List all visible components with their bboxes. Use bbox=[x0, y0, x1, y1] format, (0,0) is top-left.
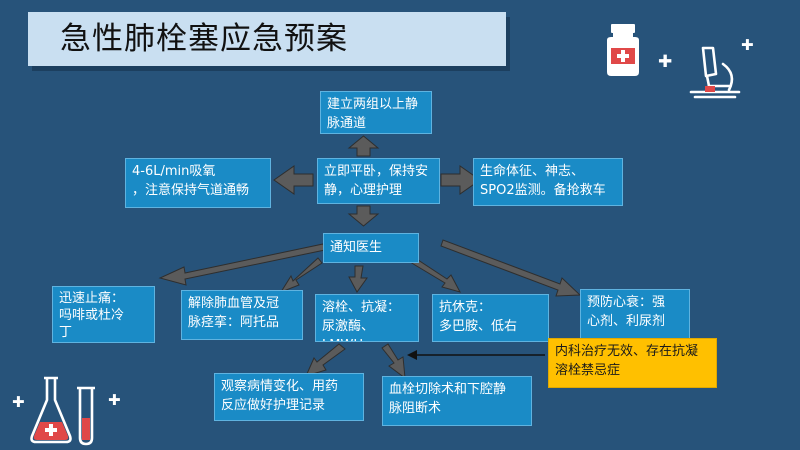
arrow-to-heart-failure bbox=[440, 239, 582, 297]
arrow-to-thrombolysis bbox=[348, 265, 368, 293]
node-heart-failure: 预防心衰：强 心剂、利尿剂 bbox=[580, 289, 690, 339]
node-center: 立即平卧，保持安 静，心理护理 bbox=[317, 158, 440, 204]
arrow-right bbox=[440, 165, 481, 195]
arrow-to-spasm bbox=[279, 257, 323, 294]
page-title: 急性肺栓塞应急预案 bbox=[60, 21, 348, 57]
arrow-to-observe bbox=[305, 343, 346, 377]
node-antishock: 抗休克： 多巴胺、低右 bbox=[432, 294, 549, 342]
plus-icon: ✚ bbox=[12, 393, 25, 411]
plus-icon: ✚ bbox=[741, 36, 754, 54]
arrow-to-antishock bbox=[409, 257, 461, 293]
node-analgesia: 迅速止痛： 吗啡或杜冷 丁 bbox=[52, 286, 155, 343]
node-vitals: 生命体征、神志、 SPO2监测。备抢救车 bbox=[473, 158, 623, 206]
plus-icon: ✚ bbox=[658, 52, 673, 72]
arrow-down bbox=[347, 205, 380, 227]
node-oxygen: 4-6L/min吸氧 ，注意保持气道通畅 bbox=[125, 158, 271, 208]
arrow-to-analgesia bbox=[158, 243, 326, 286]
node-thrombolysis: 溶栓、抗凝： 尿激酶、LMWH bbox=[315, 294, 419, 342]
node-notify: 通知医生 bbox=[323, 233, 419, 263]
arrow-up bbox=[347, 135, 380, 157]
node-iv-access: 建立两组以上静 脉通道 bbox=[320, 91, 432, 134]
medicine-bottle-icon bbox=[607, 24, 639, 76]
arrow-to-surgery bbox=[381, 343, 406, 380]
node-observe: 观察病情变化、用药 反应做好护理记录 bbox=[214, 373, 364, 421]
node-contraindication: 内科治疗无效、存在抗凝 溶栓禁忌症 bbox=[548, 338, 717, 388]
node-spasm: 解除肺血管及冠 脉痉挛：阿托品 bbox=[181, 290, 303, 340]
microscope-icon bbox=[689, 46, 741, 99]
title-band bbox=[28, 12, 506, 66]
node-surgery: 血栓切除术和下腔静 脉阻断术 bbox=[382, 376, 532, 426]
arrow-left bbox=[273, 165, 314, 195]
flask-icon bbox=[30, 376, 95, 446]
plus-icon: ✚ bbox=[108, 391, 121, 409]
